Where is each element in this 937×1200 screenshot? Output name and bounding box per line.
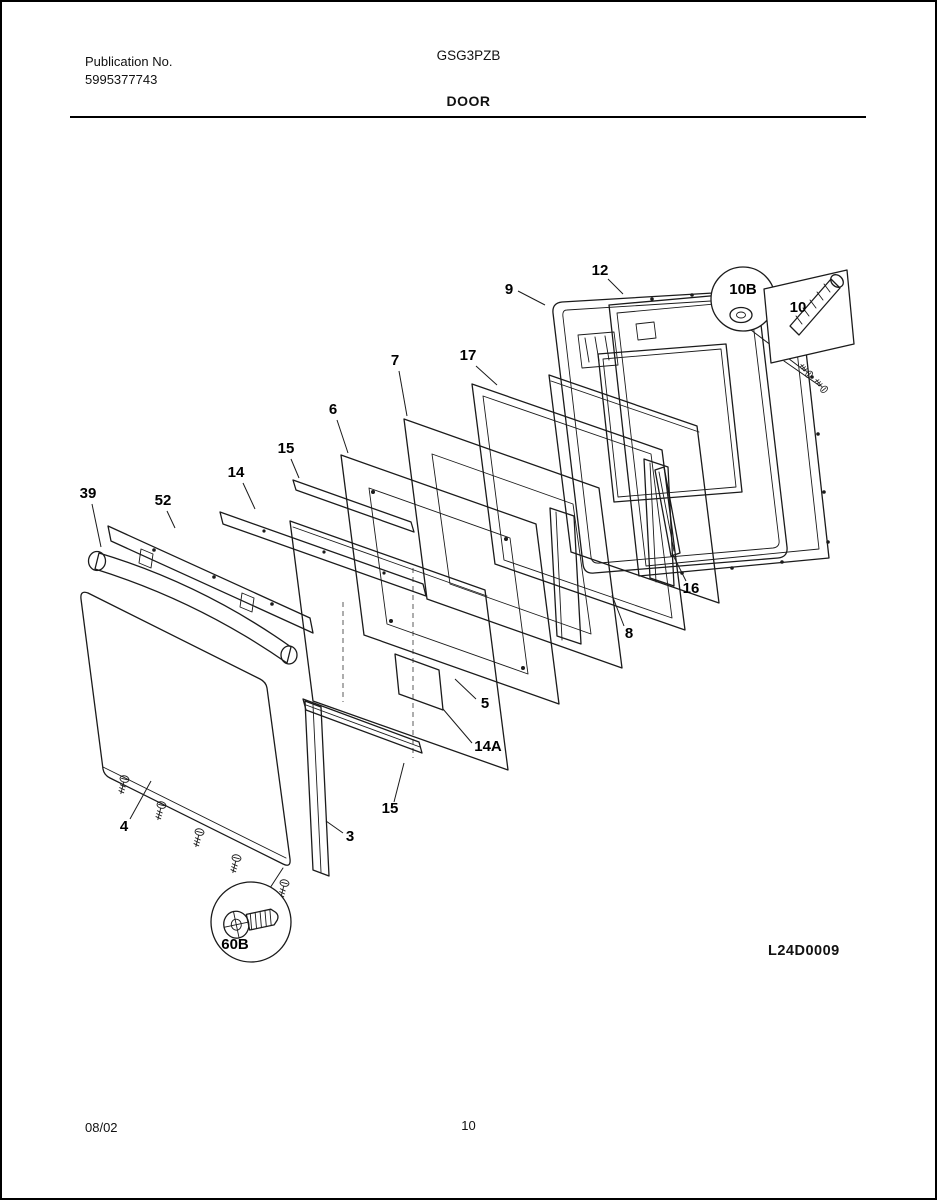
callout-label-4: 4 xyxy=(120,818,129,835)
callout-label-12: 12 xyxy=(592,262,609,279)
glass-assembly-17 xyxy=(471,383,686,631)
screw-detail-box xyxy=(763,269,855,364)
callout-label-60B: 60B xyxy=(221,936,249,953)
publication-label: Publication No. xyxy=(85,54,173,69)
glass-spacer-left xyxy=(549,507,582,645)
insulation-pad-14a xyxy=(394,653,444,711)
alignment-lines xyxy=(342,568,414,758)
callout-leader-9 xyxy=(517,290,546,306)
callout-label-15: 15 xyxy=(278,440,295,457)
callout-layer: 9 12 7 17 6 15 14 39 52 16 8 5 14A 15 4 3 10B 10 60B xyxy=(80,262,807,953)
callout-leader-8 xyxy=(611,594,625,627)
glass-spacer-right xyxy=(643,458,675,587)
callout-label-6: 6 xyxy=(329,401,337,418)
door-handle-39 xyxy=(87,548,298,665)
callout-label-39: 39 xyxy=(80,485,97,502)
callout-label-14A: 14A xyxy=(474,738,502,755)
callout-label-10B: 10B xyxy=(729,281,757,298)
window-frame-6 xyxy=(340,454,560,705)
section-title: DOOR xyxy=(446,93,491,109)
screw-icon xyxy=(190,827,206,849)
callout-leader-12 xyxy=(607,278,624,295)
footer-page-number: 10 xyxy=(461,1118,476,1133)
callout-leader-16 xyxy=(671,552,687,582)
callout-leader-14 xyxy=(242,482,256,510)
inner-glass-8 xyxy=(548,374,720,604)
callout-label-5: 5 xyxy=(481,695,489,712)
trim-strip-15-upper xyxy=(292,479,415,533)
screw-detail-60b-icon xyxy=(223,908,279,939)
liner-window xyxy=(597,343,743,503)
liner-window-inner xyxy=(602,348,737,498)
screw-icon xyxy=(115,774,131,796)
callout-leader-3 xyxy=(325,820,344,834)
drawing-number: L24D0009 xyxy=(768,943,840,959)
callout-leader-15 xyxy=(290,458,300,479)
callout-label-16: 16 xyxy=(683,580,700,597)
publication-number: 5995377743 xyxy=(85,72,158,87)
screw-icon xyxy=(797,361,815,380)
screw-icon xyxy=(227,853,243,875)
door-frame-7 xyxy=(403,418,623,669)
callout-leader-14A xyxy=(442,708,473,744)
callout-label-52: 52 xyxy=(155,492,172,509)
callout-leader-6 xyxy=(336,419,349,454)
callout-leader-7 xyxy=(398,370,408,417)
liner-latch xyxy=(635,321,657,341)
handle-trim-52 xyxy=(107,525,314,634)
model-number: GSG3PZB xyxy=(436,48,501,63)
screw-detail-10-icon xyxy=(789,274,844,336)
outer-door-panel-3 xyxy=(80,591,291,866)
liner-bracket xyxy=(577,331,619,369)
callout-label-7: 7 xyxy=(391,352,399,369)
callout-leader-17 xyxy=(475,365,498,386)
front-glass-5 xyxy=(289,520,509,771)
callout-leader-15 xyxy=(393,762,405,803)
callout-leader-52 xyxy=(166,510,176,529)
callout-label-9: 9 xyxy=(505,281,513,298)
callout-leader-5 xyxy=(454,678,477,700)
grommet-icon xyxy=(729,306,753,324)
footer-date: 08/02 xyxy=(85,1120,118,1135)
screw-icon xyxy=(812,376,830,395)
callout-leader-39 xyxy=(91,503,102,548)
callout-label-8: 8 xyxy=(625,625,633,642)
title-divider xyxy=(70,116,866,118)
callout-label-17: 17 xyxy=(460,347,477,364)
callout-label-3: 3 xyxy=(346,828,354,845)
detail-circle-60b xyxy=(210,867,292,963)
screw-icon xyxy=(152,800,168,822)
side-channel-3 xyxy=(304,700,330,877)
callout-leader-4 xyxy=(129,780,152,820)
top-trim-14 xyxy=(219,511,427,597)
callout-label-15: 15 xyxy=(382,800,399,817)
callout-label-14: 14 xyxy=(228,464,245,481)
detail-circle-10b xyxy=(710,266,855,395)
callout-label-10: 10 xyxy=(790,299,807,316)
